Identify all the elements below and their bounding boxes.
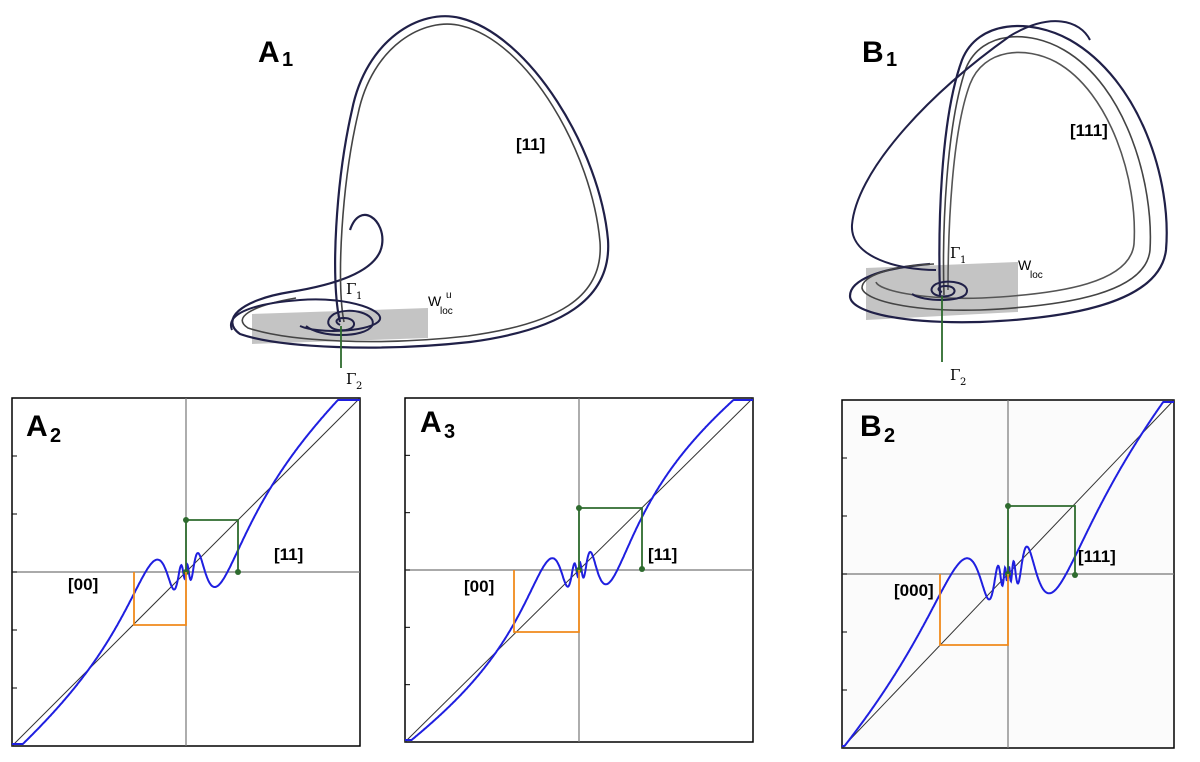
unstable-manifold-plane: [252, 308, 428, 344]
orbit-left-swing: [850, 20, 1091, 271]
panel-sub-a2: 2: [50, 425, 61, 447]
green-iteration-path: [578, 507, 643, 570]
orbit-outer-loop-2: [241, 23, 601, 343]
iteration-point: [1005, 503, 1011, 509]
svg-text:loc: loc: [1030, 270, 1043, 281]
code-left-b2: [000]: [894, 581, 934, 600]
svg-text:2: 2: [960, 377, 966, 388]
gamma1-label-a1: Γ: [346, 280, 356, 298]
panel-sub-a3: 3: [444, 421, 455, 443]
svg-text:u: u: [446, 290, 452, 301]
green-iteration-path: [1007, 505, 1076, 575]
orbit-label-a1: [11]: [516, 135, 545, 154]
code-right-a3: [11]: [648, 545, 677, 564]
gamma2-label-b1: Γ: [950, 366, 960, 384]
orange-iteration-path: [133, 572, 187, 626]
iteration-point: [576, 505, 582, 511]
panel-b2: [841, 399, 1175, 749]
code-right-a2: [11]: [274, 545, 303, 564]
iteration-point: [183, 517, 189, 523]
svg-text:2: 2: [356, 381, 362, 392]
code-left-a2: [00]: [68, 575, 98, 594]
panel-a3: [404, 397, 754, 743]
orbit-outer-loop-2: [861, 35, 1152, 312]
panel-label-b1: B: [862, 36, 884, 69]
iteration-point: [1072, 572, 1078, 578]
iteration-point: [235, 569, 241, 575]
panel-sub-b2: 2: [884, 425, 895, 447]
gamma1-label-b1: Γ: [950, 244, 960, 262]
panel-sub-b1: 1: [886, 49, 897, 71]
orbit-outer-loop: [848, 24, 1168, 324]
orbit-label-b1: [111]: [1070, 121, 1108, 140]
code-left-a3: [00]: [464, 577, 494, 596]
panel-a2: [11, 397, 361, 747]
orbit-outer-loop: [231, 15, 610, 349]
gamma2-label-a1: Γ: [346, 370, 356, 388]
svg-text:loc: loc: [440, 306, 453, 317]
spiral-orbit: [911, 280, 969, 301]
iteration-point: [639, 566, 645, 572]
orange-iteration-path: [939, 574, 1009, 646]
orange-iteration-path: [513, 570, 580, 633]
panel-label-a1: A: [258, 36, 280, 69]
svg-text:1: 1: [960, 255, 966, 266]
panel-label-b2: B: [860, 410, 882, 443]
panel-sub-a1: 1: [282, 49, 293, 71]
orbit-inner-loop: [875, 51, 1136, 300]
panel-a1: A 1 [11] Γ 1 Γ 2 W u loc: [229, 15, 610, 392]
code-right-b2: [111]: [1078, 547, 1116, 566]
spiral-orbit: [305, 309, 374, 336]
panel-label-a2: A: [26, 410, 48, 443]
panel-b1: B 1 [111] Γ 1 Γ 2 W loc: [848, 20, 1168, 388]
wloc-label-b1: W: [1018, 257, 1032, 273]
panel-label-a3: A: [420, 406, 442, 439]
green-iteration-path: [185, 519, 239, 572]
wloc-label-a1: W: [428, 293, 442, 309]
svg-text:1: 1: [356, 291, 362, 302]
